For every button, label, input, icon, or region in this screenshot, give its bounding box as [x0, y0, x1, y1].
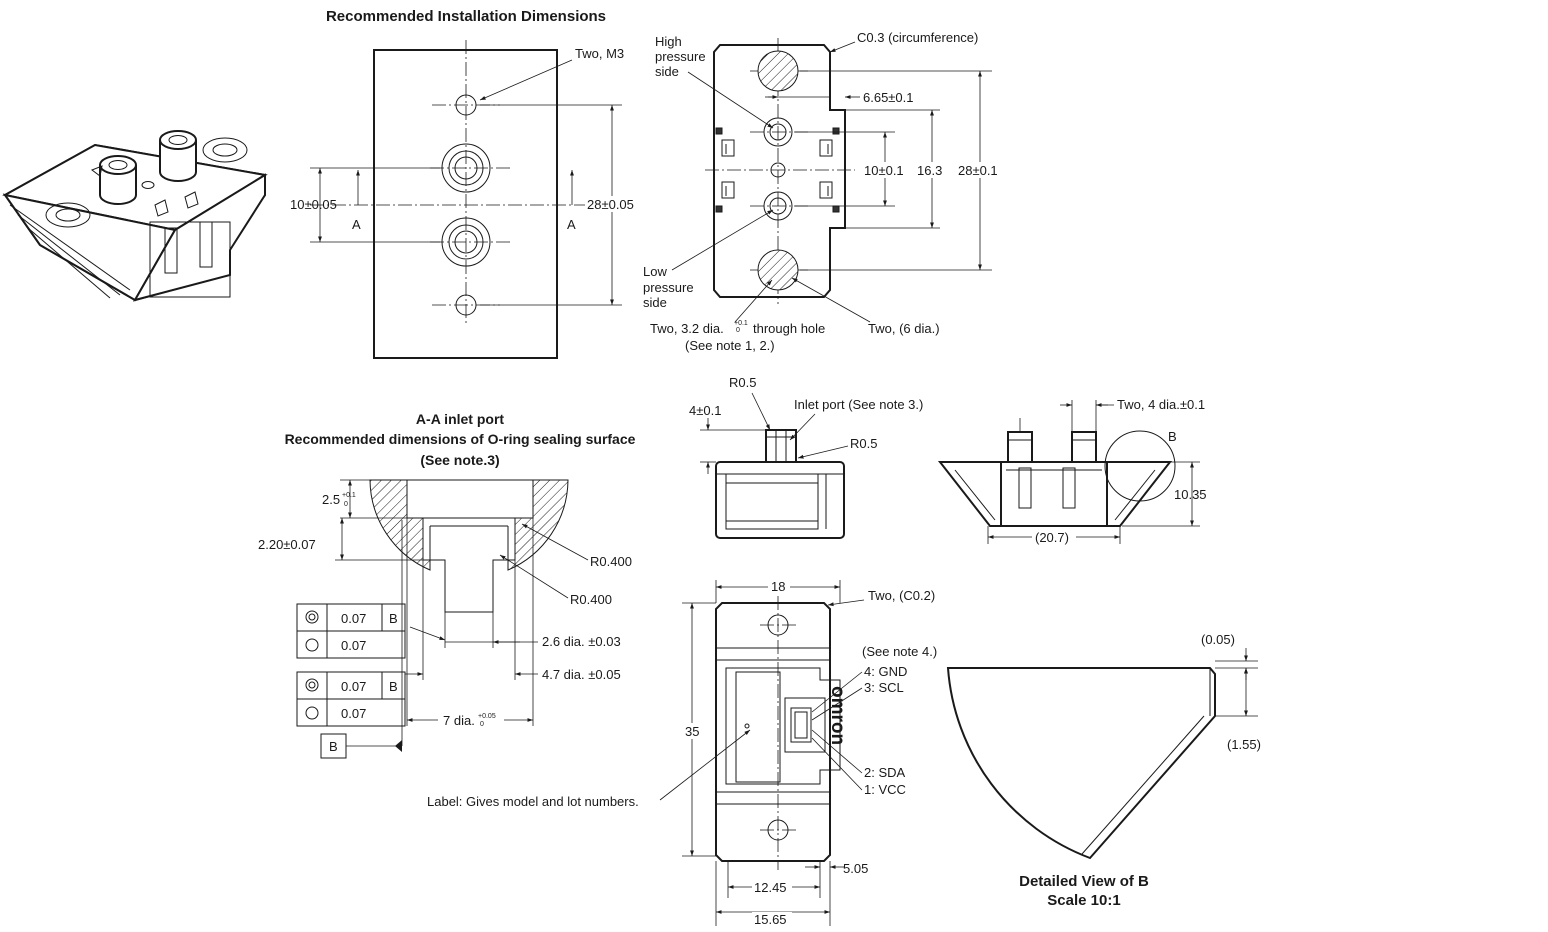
concentricity-icon: [305, 678, 319, 692]
label-note: Label: Gives model and lot numbers.: [427, 794, 639, 809]
dim-10-01: 10±0.1: [864, 163, 904, 178]
label-hole-note-b: through hole: [753, 321, 825, 336]
dim-25: 2.5: [322, 492, 340, 507]
concentricity-icon: [305, 610, 319, 624]
pin-3-label: 3: SCL: [864, 680, 904, 695]
tolerance-frame-1: 0.07 B 0.07: [296, 603, 406, 659]
label-r0400-2: R0.400: [570, 592, 612, 607]
bottom-view: omron 18 Two, (C0.2) (See note 4.) 4: GN…: [427, 579, 937, 928]
dim-7-tol-upper: +0.05: [478, 713, 496, 720]
tolerance-frame-2: 0.07 B 0.07: [296, 671, 406, 727]
dim-25-tol-upper: +0.1: [342, 492, 356, 499]
tol-value: 0.07: [341, 706, 366, 721]
section-title-1: A-A inlet port: [416, 411, 504, 427]
detail-view: (0.05) (1.55) Detailed View of B Scale 1…: [946, 632, 1261, 909]
section-view: A-A inlet port Recommended dimensions of…: [258, 411, 636, 759]
detail-title-1: Detailed View of B: [1019, 873, 1149, 890]
label-r05-top: R0.5: [729, 375, 756, 390]
isometric-view: [2, 130, 268, 302]
dim-220: 2.20±0.07: [258, 537, 316, 552]
tol-value: 0.07: [341, 679, 366, 694]
label-two-m3: Two, M3: [575, 46, 624, 61]
pin-2-label: 2: SDA: [864, 765, 906, 780]
dim-1245: 12.45: [754, 880, 787, 895]
side-view: R0.5 4±0.1 Inlet port (See note 3.) R0.5: [689, 375, 923, 539]
dim-18: 18: [771, 579, 785, 594]
dim-1035: 10.35: [1174, 487, 1207, 502]
label-high-pressure-1: High: [655, 34, 682, 49]
label-hole-note-a: Two, 3.2 dia.: [650, 321, 724, 336]
circularity-icon: [305, 638, 319, 652]
tol-datum: B: [389, 611, 398, 626]
dim-005: (0.05): [1201, 632, 1235, 647]
dim-35: 35: [685, 724, 699, 739]
detail-mark-b: B: [1168, 429, 1177, 444]
label-six-dia: Two, (6 dia.): [868, 321, 940, 336]
dim-7-dia: 7 dia.: [443, 713, 475, 728]
tol-datum: B: [389, 679, 398, 694]
tol-value: 0.07: [341, 611, 366, 626]
section-mark-right: A: [567, 217, 576, 232]
detail-title-2: Scale 10:1: [1047, 892, 1120, 909]
label-high-pressure-2: pressure: [655, 49, 706, 64]
dim-4-01: 4±0.1: [689, 403, 721, 418]
dim-26-dia: 2.6 dia. ±0.03: [542, 634, 621, 649]
datum-b: B: [329, 739, 338, 754]
dim-28-01: 28±0.1: [958, 163, 998, 178]
label-low-pressure-1: Low: [643, 264, 667, 279]
label-hole-note-c: (See note 1, 2.): [685, 338, 775, 353]
dim-1565: 15.65: [754, 912, 787, 927]
dim-10-005: 10±0.05: [290, 197, 337, 212]
label-low-pressure-3: side: [643, 295, 667, 310]
label-two-c02: Two, (C0.2): [868, 588, 935, 603]
label-r05-side: R0.5: [850, 436, 877, 451]
label-r0400-1: R0.400: [590, 554, 632, 569]
installation-title: Recommended Installation Dimensions: [326, 8, 606, 25]
hole-tol-upper: +0.1: [734, 320, 748, 327]
brand-logo: omron: [827, 686, 848, 745]
dim-163: 16.3: [917, 163, 942, 178]
label-chamfer-c03: C0.3 (circumference): [857, 30, 978, 45]
front-view: B Two, 4 dia.±0.1 10.35 (20.7): [937, 397, 1207, 545]
top-view: C0.3 (circumference) High pressure side …: [643, 30, 1004, 353]
label-see-note-4: (See note 4.): [862, 644, 937, 659]
label-inlet-port: Inlet port (See note 3.): [794, 397, 923, 412]
pin-4-label: 4: GND: [864, 664, 907, 679]
section-mark-left: A: [352, 217, 361, 232]
pin-1-label: 1: VCC: [864, 782, 906, 797]
section-title-3: (See note.3): [420, 452, 499, 468]
dim-47-dia: 4.7 dia. ±0.05: [542, 667, 621, 682]
dim-207: (20.7): [1035, 530, 1069, 545]
label-low-pressure-2: pressure: [643, 280, 694, 295]
dim-505: 5.05: [843, 861, 868, 876]
circularity-icon: [305, 706, 319, 720]
dim-25-tol-lower: 0: [344, 501, 348, 508]
section-title-2: Recommended dimensions of O-ring sealing…: [285, 431, 636, 447]
label-two-4-dia: Two, 4 dia.±0.1: [1117, 397, 1205, 412]
tol-value: 0.07: [341, 638, 366, 653]
hole-tol-lower: 0: [736, 327, 740, 334]
label-high-pressure-3: side: [655, 64, 679, 79]
dim-155: (1.55): [1227, 737, 1261, 752]
dim-7-tol-lower: 0: [480, 721, 484, 728]
dim-665: 6.65±0.1: [863, 90, 914, 105]
installation-view: Recommended Installation Dimensions Two,…: [290, 8, 641, 359]
dim-28-005: 28±0.05: [587, 197, 634, 212]
